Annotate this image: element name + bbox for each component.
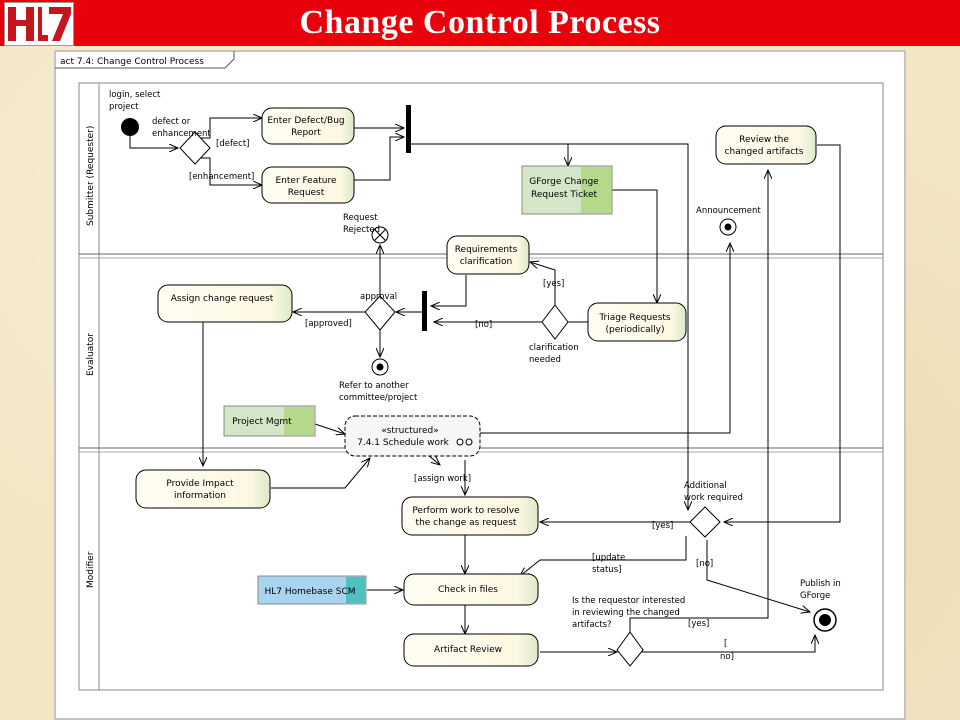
page-title: Change Control Process [299,4,661,41]
svg-text:enhancement: enhancement [152,129,211,139]
svg-text:Review the: Review the [739,135,789,145]
fork-bar-evaluator [422,291,427,331]
svg-text:Request: Request [288,188,325,198]
svg-text:Request Ticket: Request Ticket [531,190,598,200]
svg-text:Perform work to resolve: Perform work to resolve [412,506,520,516]
svg-text:Additional: Additional [684,481,727,491]
action-enter-defect: Enter Defect/Bug Report [261,107,355,145]
svg-text:Is the requestor interested: Is the requestor interested [572,596,685,606]
structured-activity-schedule-work: «structured» 7.4.1 Schedule work [344,415,481,457]
svg-text:GForge Change: GForge Change [529,177,599,187]
svg-text:Triage Requests: Triage Requests [598,313,671,323]
svg-text:Provide Impact: Provide Impact [166,479,234,489]
svg-text:the change as request: the change as request [416,518,517,528]
svg-text:7.4.1 Schedule work: 7.4.1 Schedule work [357,438,450,448]
action-assign-change: Assign change request [157,284,293,323]
svg-text:status]: status] [592,565,621,575]
refer-another-node [371,358,389,376]
svg-text:Project Mgmt: Project Mgmt [232,417,292,427]
svg-text:defect or: defect or [152,117,191,127]
svg-text:[assign work]: [assign work] [414,474,471,484]
svg-text:committee/project: committee/project [339,393,418,403]
lane-label-modifier: Modifier [86,551,96,588]
svg-text:[defect]: [defect] [216,139,250,149]
svg-text:work required: work required [684,493,743,503]
announcement-node [719,218,737,236]
decision-nodes [179,131,721,667]
lane-label-evaluator: Evaluator [86,333,96,376]
svg-text:HL7 Homebase SCM: HL7 Homebase SCM [264,587,355,597]
action-artifact-review: Artifact Review [403,633,539,667]
flow-edges [129,118,841,652]
initial-node [121,118,139,136]
svg-text:[enhancement]: [enhancement] [189,172,254,182]
svg-text:[yes]: [yes] [652,521,673,531]
svg-text:Report: Report [291,128,321,138]
object-project-mgmt: Project Mgmt [223,405,316,437]
svg-text:«structured»: «structured» [381,426,439,436]
object-gforge-ticket: GForge Change Request Ticket [521,165,613,215]
svg-text:(periodically): (periodically) [606,325,665,335]
svg-text:project: project [109,102,139,112]
diagram-labels: login, select project defect or enhancem… [109,90,841,662]
svg-text:Enter Feature: Enter Feature [275,176,336,186]
svg-text:[yes]: [yes] [688,619,709,629]
request-rejected-node [371,226,389,244]
svg-text:Artifact Review: Artifact Review [434,645,502,655]
hl7-logo [4,2,74,46]
svg-text:Publish in: Publish in [800,579,841,589]
svg-text:[: [ [724,639,727,649]
svg-text:GForge: GForge [800,591,830,601]
frame-label: act 7.4: Change Control Process [60,57,204,67]
svg-text:login, select: login, select [109,90,161,100]
action-perform-work: Perform work to resolve the change as re… [401,496,539,536]
svg-text:Announcement: Announcement [696,206,761,216]
svg-text:no]: no] [720,652,734,662]
svg-text:[update: [update [592,553,625,563]
svg-text:Refer to another: Refer to another [339,381,409,391]
svg-text:[yes]: [yes] [543,279,564,289]
action-provide-impact: Provide Impact information [135,469,271,509]
svg-text:Request: Request [343,213,378,223]
svg-text:[no]: [no] [696,559,713,569]
svg-text:Requirements: Requirements [455,245,518,255]
svg-text:needed: needed [529,355,561,365]
svg-text:in reviewing the changed: in reviewing the changed [572,608,680,618]
publish-final-node [813,608,837,632]
svg-text:changed artifacts: changed artifacts [725,147,804,157]
svg-text:Enter Defect/Bug: Enter Defect/Bug [267,116,344,126]
lane-label-submitter: Submitter (Requester) [86,126,96,226]
title-bar: Change Control Process [0,0,960,46]
svg-text:[no]: [no] [475,320,492,330]
svg-text:approval: approval [360,292,397,302]
svg-text:clarification: clarification [460,257,513,267]
svg-text:Rejected: Rejected [343,225,380,235]
diagram-canvas: act 7.4: Change Control Process Submitte… [54,50,906,720]
svg-text:artifacts?: artifacts? [572,620,612,630]
svg-text:information: information [174,491,226,501]
svg-text:Check in files: Check in files [438,585,498,595]
action-review-artifacts: Review the changed artifacts [715,125,817,165]
svg-text:Assign change request: Assign change request [171,294,274,304]
action-enter-feature: Enter Feature Request [261,166,355,204]
svg-text:[approved]: [approved] [305,319,352,329]
object-homebase-scm: HL7 Homebase SCM [257,575,367,605]
action-req-clarification: Requirements clarification [446,235,530,275]
svg-text:clarification: clarification [529,343,579,353]
fork-bar-submitter [406,105,411,153]
action-check-in-files: Check in files [403,573,539,606]
action-triage: Triage Requests (periodically) [587,302,687,342]
